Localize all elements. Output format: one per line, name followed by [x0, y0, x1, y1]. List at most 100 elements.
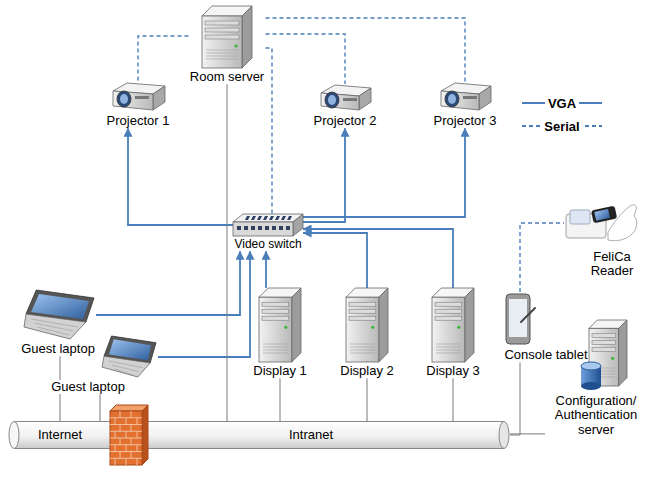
drawing-part: [142, 405, 148, 465]
drawing-part: [126, 445, 127, 452]
switch-node: Video switch: [233, 214, 303, 251]
drawing-part: [135, 96, 149, 99]
network-line: [100, 394, 101, 421]
drawing-part: [463, 96, 477, 99]
drawing-part: [349, 309, 376, 313]
projector-icon: [437, 82, 493, 112]
drawing-part: [233, 214, 303, 222]
vga-cable: [96, 251, 240, 315]
drawing-part: [436, 347, 461, 348]
drawing-part: [350, 353, 375, 354]
drawing-part: [479, 86, 491, 110]
network-line: [227, 84, 228, 421]
drawing-part: [202, 16, 242, 68]
drawing-part: [619, 320, 627, 386]
vga-cable: [303, 128, 465, 217]
server-icon: [346, 288, 388, 362]
drawing-part: [349, 316, 376, 320]
connector-group: [60, 18, 564, 435]
projector-node: Projector 3: [433, 82, 498, 128]
drawing-part: [115, 445, 116, 452]
display-node: Display 3: [425, 288, 481, 378]
drawing-part: [109, 361, 143, 368]
vga-cable: [265, 251, 267, 288]
drawing-part: [284, 326, 287, 329]
drawing-part: [281, 216, 286, 220]
drawing-part: [112, 421, 504, 422]
drawing-part: [14, 448, 112, 449]
drawing-part: [465, 288, 474, 362]
device-label: Room server: [189, 70, 266, 84]
drawing-part: [263, 347, 288, 348]
drawing-part: [126, 458, 127, 465]
drawing-part: [346, 297, 379, 362]
drawing-part: [113, 91, 153, 110]
drawing-part: [115, 458, 116, 465]
drawing-part: [244, 226, 248, 230]
reader-node: FeliCa Reader: [564, 198, 643, 279]
drawing-part: [436, 344, 461, 345]
legend-entry: VGA: [522, 94, 602, 112]
drawing-part: [237, 226, 241, 230]
drawing-part: [263, 344, 288, 345]
laptop-icon: [24, 290, 96, 340]
server-icon: [432, 288, 474, 362]
drawing-part: [205, 28, 239, 32]
drawing-part: [137, 445, 138, 452]
drawing-part: [31, 319, 78, 327]
drawing-part: [275, 216, 280, 220]
drawing-part: [263, 216, 268, 220]
drawing-part: [120, 452, 121, 459]
display-node: Display 2: [339, 288, 395, 378]
drawing-part: [570, 210, 590, 224]
projector-icon: [317, 84, 373, 112]
network-line: [510, 362, 520, 435]
drawing-part: [14, 421, 112, 422]
drawing-part: [611, 357, 614, 360]
drawing-part: [448, 94, 456, 104]
drawing-part: [263, 353, 288, 354]
network-line: [367, 378, 368, 421]
device-label: Display 2: [339, 364, 395, 378]
device-label: Display 3: [425, 364, 481, 378]
network-band: Intranet: [112, 421, 510, 449]
drawing-part: [206, 50, 238, 51]
drawing-part: [115, 431, 116, 438]
vga-cable: [158, 251, 250, 357]
drawing-part: [435, 309, 462, 313]
laptop-node: Guest laptop: [50, 336, 158, 394]
drawing-part: [126, 431, 127, 438]
network-line: [453, 378, 454, 421]
drawing-part: [110, 411, 142, 465]
drawing-part: [205, 35, 239, 39]
drawing-part: [265, 226, 269, 230]
projector-node: Projector 1: [106, 82, 171, 128]
legend-entry: Serial: [522, 117, 602, 135]
device-label: Projector 3: [433, 114, 498, 128]
drawing-part: [262, 302, 289, 306]
drawing-part: [349, 302, 376, 306]
drawing-part: [242, 6, 252, 68]
drawing-part: [359, 88, 371, 110]
drawing-part: [592, 333, 616, 337]
drawing-part: [137, 458, 138, 465]
auth-server-node: Configuration/ Authentication server: [545, 320, 647, 437]
drawing-part: [435, 316, 462, 320]
tablet-icon: [503, 292, 537, 346]
laptop-node: Guest laptop: [20, 290, 96, 356]
drawing-part: [37, 327, 70, 335]
drawing-part: [279, 226, 283, 230]
serial-cable: [266, 34, 346, 84]
drawing-part: [112, 448, 504, 449]
switch-icon: [233, 214, 303, 236]
db-icon: [581, 320, 627, 392]
drawing-part: [350, 344, 375, 345]
drawing-part: [245, 216, 250, 220]
drawing-part: [206, 56, 238, 57]
display-node: Display 1: [252, 288, 308, 378]
drawing-part: [115, 418, 116, 425]
drawing-part: [131, 438, 132, 445]
drawing-part: [137, 418, 138, 425]
drawing-part: [321, 93, 359, 110]
